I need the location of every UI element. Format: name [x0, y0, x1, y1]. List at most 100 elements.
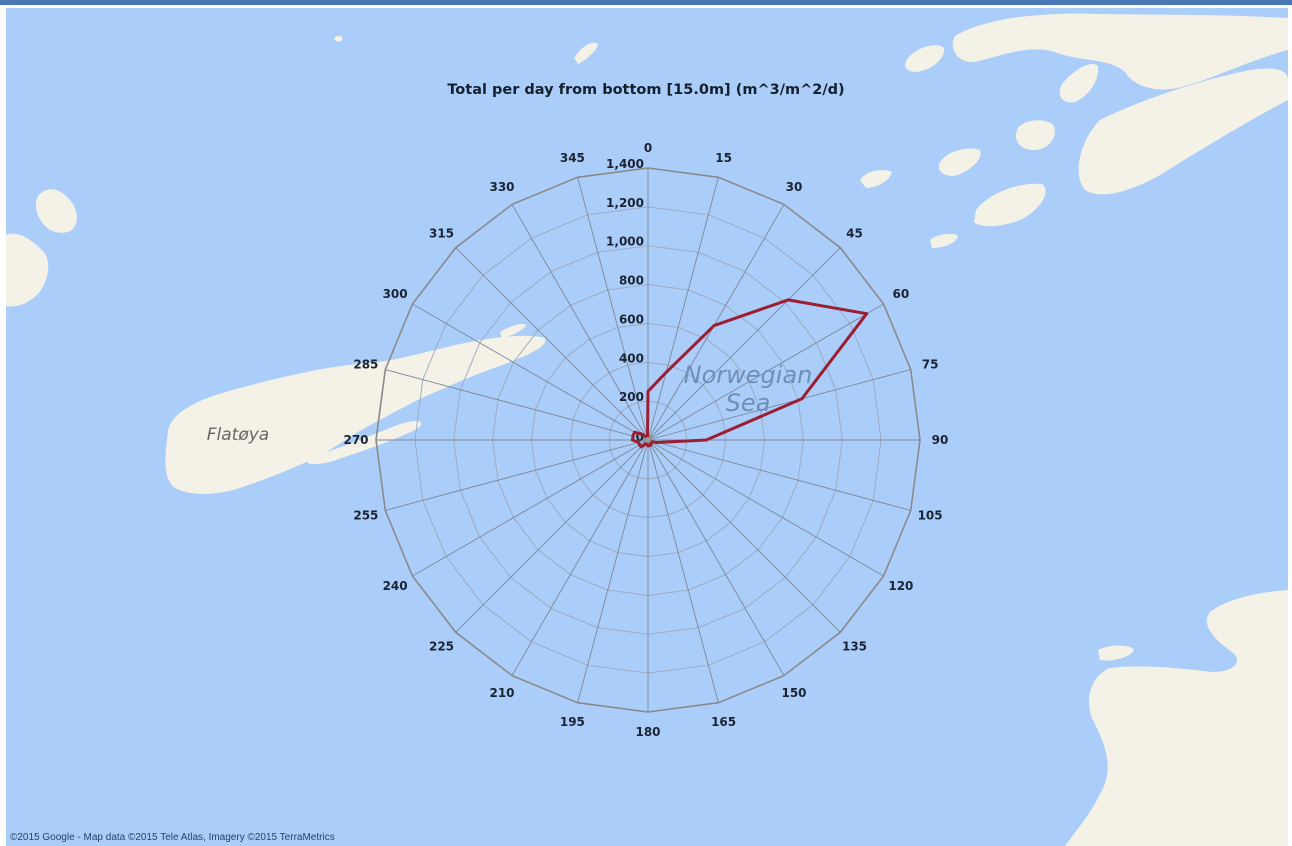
radial-tick-label: 600 [619, 312, 644, 326]
radial-tick-label: 0 [636, 430, 644, 444]
sea-label-line-1: Norwegian [684, 361, 813, 389]
angle-tick-label: 165 [711, 715, 736, 729]
series-point [638, 443, 642, 447]
angle-tick-label: 240 [383, 579, 408, 593]
grid-spoke [455, 439, 649, 633]
angle-tick-label: 105 [918, 509, 943, 523]
angle-tick-label: 0 [644, 141, 652, 155]
island-label: Flatøya [207, 425, 269, 445]
series-point [865, 312, 869, 316]
map-view[interactable]: 0 15 30 45 60 75 90 105 120 135 150 165 180 195 210 225… [6, 8, 1288, 846]
series-point [641, 433, 644, 436]
grid-spoke [647, 439, 785, 676]
angle-tick-label: 285 [353, 357, 378, 371]
angle-tick-label: 345 [560, 151, 585, 165]
angle-tick-label: 60 [893, 287, 910, 301]
radial-tick-label: 800 [619, 274, 644, 288]
angle-tick-label: 90 [932, 433, 949, 447]
islet [860, 170, 892, 188]
grid-spoke [577, 177, 649, 441]
angle-tick-label: 330 [489, 180, 514, 194]
grid-spoke [412, 303, 649, 441]
islet [334, 35, 343, 42]
islet [974, 183, 1046, 227]
angle-tick-label: 210 [489, 686, 514, 700]
sea-label-line-2: Sea [726, 389, 771, 417]
grid-spoke [511, 439, 649, 676]
grid-spoke [385, 439, 649, 511]
angle-tick-labels: 0 15 30 45 60 75 90 105 120 135 150 165 180 195 210 225… [343, 141, 948, 739]
islet [938, 148, 981, 176]
angle-tick-label: 195 [560, 715, 585, 729]
series-point [646, 389, 650, 393]
angle-tick-label: 45 [846, 227, 863, 241]
grid-spoke [647, 439, 841, 633]
grid-spoke [647, 439, 719, 703]
series-point [800, 397, 804, 401]
southeast-coast [1065, 590, 1288, 846]
angle-tick-label: 225 [429, 640, 454, 654]
grid-spoke [647, 439, 884, 577]
map-attribution: ©2015 Google - Map data ©2015 Tele Atlas… [10, 832, 335, 843]
grid-spoke [577, 439, 649, 703]
grid-spoke [385, 369, 649, 441]
islet [1015, 120, 1055, 150]
angle-tick-label: 180 [635, 725, 660, 739]
angle-tick-label: 300 [383, 287, 408, 301]
series-point [633, 430, 636, 434]
angle-tick-label: 15 [715, 151, 732, 165]
series-point [664, 370, 668, 374]
islet [1098, 645, 1134, 661]
grid-spoke [647, 369, 911, 441]
top-border [0, 0, 1292, 5]
angle-tick-label: 270 [343, 433, 368, 447]
series-point [655, 441, 659, 444]
islet [500, 323, 526, 338]
northeast-coast [952, 13, 1288, 90]
grid-spoke [455, 247, 649, 441]
angle-tick-label: 30 [786, 180, 803, 194]
series-point [712, 324, 716, 328]
radial-tick-label: 1,000 [606, 235, 644, 249]
series-point [637, 441, 641, 444]
west-coast [6, 233, 49, 307]
islet [307, 421, 422, 465]
grid-spoke [647, 247, 841, 441]
angle-tick-label: 255 [353, 509, 378, 523]
islet [1078, 68, 1288, 195]
angle-tick-label: 135 [842, 640, 867, 654]
grid-spoke [511, 204, 649, 441]
map-labels: Norwegian Sea Flatøya [207, 361, 813, 445]
angle-tick-label: 75 [922, 357, 939, 371]
center-point [645, 437, 651, 443]
grid-spoke [412, 439, 649, 577]
radial-tick-label: 400 [619, 351, 644, 365]
grid-spoke [647, 439, 911, 511]
flatoya-island [165, 335, 546, 494]
series-point [704, 438, 708, 442]
islet [1059, 64, 1099, 103]
angular-grid [376, 168, 920, 712]
islet [35, 189, 77, 233]
islet [930, 233, 958, 248]
angle-tick-label: 120 [888, 579, 913, 593]
radial-tick-label: 1,200 [606, 196, 644, 210]
angle-tick-label: 150 [781, 686, 806, 700]
series-point [631, 438, 634, 442]
grid-spoke [647, 303, 884, 441]
islet [574, 42, 598, 64]
chart-title: Total per day from bottom [15.0m] (m^3/m… [447, 82, 845, 98]
radial-tick-labels: 0 200 400 600 800 1,000 1,200 1,400 [606, 157, 644, 444]
islet [905, 45, 945, 72]
series-layer [631, 298, 869, 449]
grid-spoke [647, 204, 785, 441]
series-point [786, 298, 790, 302]
angle-tick-label: 315 [429, 227, 454, 241]
series-point [631, 434, 635, 438]
radial-tick-label: 1,400 [606, 157, 644, 171]
land-areas [6, 13, 1288, 846]
polar-chart: 0 15 30 45 60 75 90 105 120 135 150 165 180 195 210 225… [343, 141, 948, 739]
radial-tick-label: 200 [619, 390, 644, 404]
grid-spoke [647, 177, 719, 441]
